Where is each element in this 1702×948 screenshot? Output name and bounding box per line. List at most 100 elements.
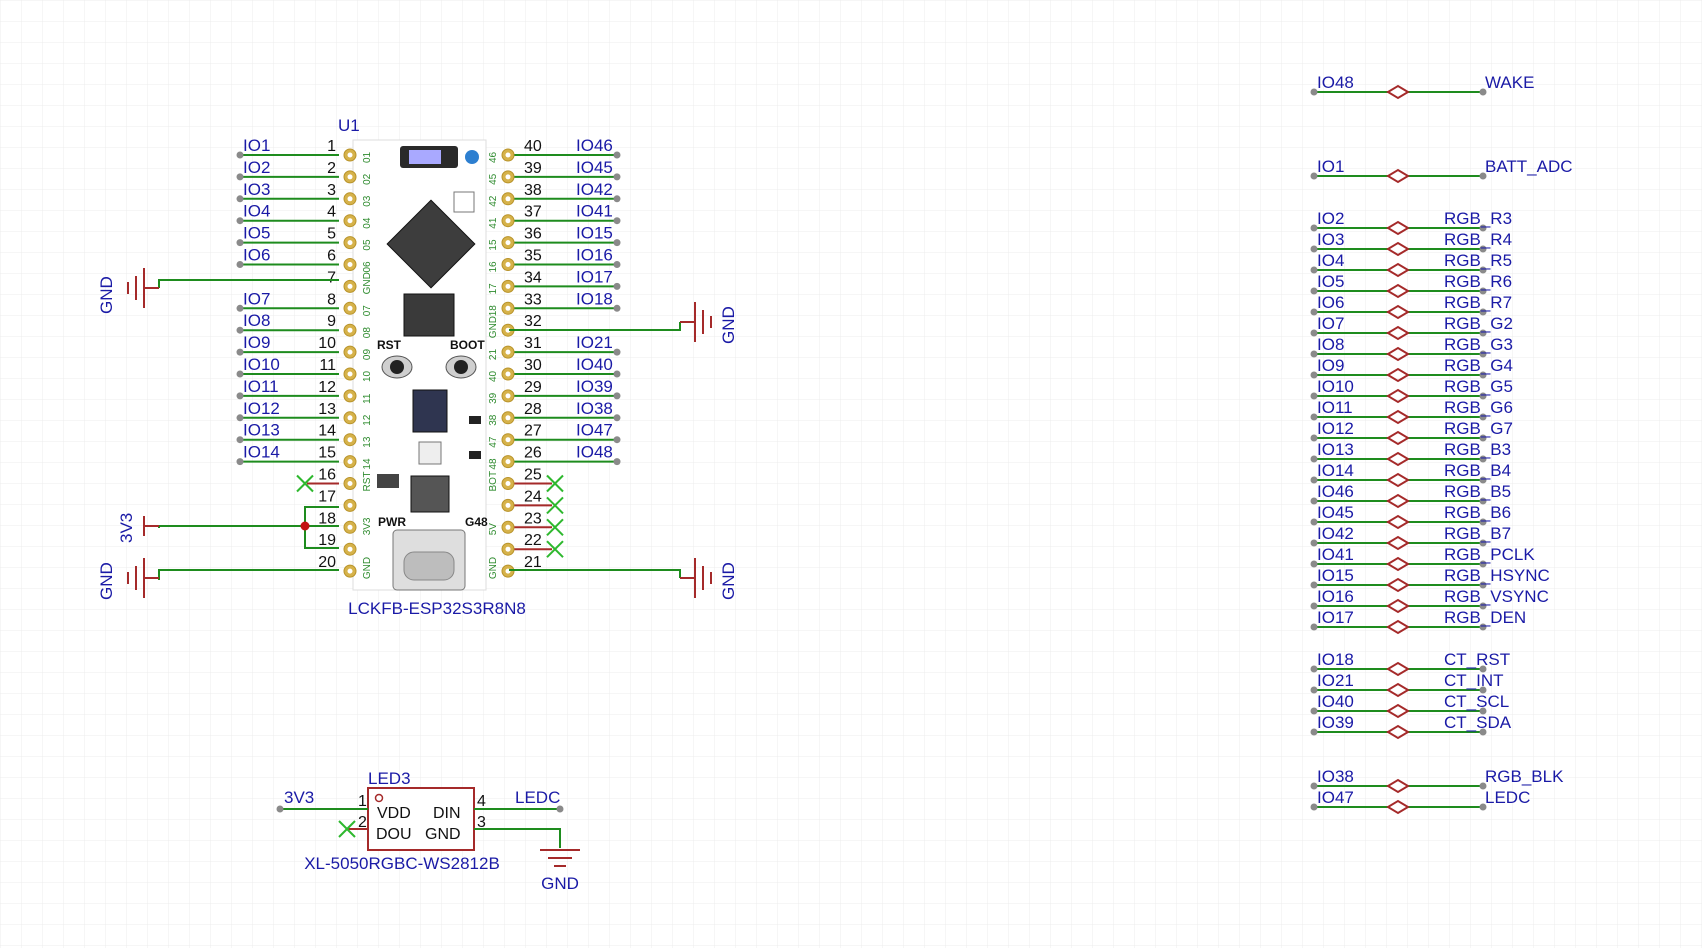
u1-silk-label: GND xyxy=(362,557,373,579)
u1-net-label: IO13 xyxy=(243,421,280,440)
net-tie-from: IO13 xyxy=(1317,440,1354,459)
u1-net-label: IO5 xyxy=(243,224,270,243)
u1-silk-label: 18 xyxy=(488,305,499,317)
net-tie-icon xyxy=(1386,241,1410,257)
net-tie-from: IO41 xyxy=(1317,545,1354,564)
u1-pin-number: 12 xyxy=(318,379,336,396)
net-tie-icon xyxy=(1386,577,1410,593)
u1-silk-label: 10 xyxy=(362,370,373,382)
net-tie-icon xyxy=(1386,346,1410,362)
u1-silk-label: 08 xyxy=(362,327,373,339)
led3-pin-dou: DOU xyxy=(376,826,412,843)
u1-pin-number: 10 xyxy=(318,335,336,352)
net-tie-to: RGB_BLK xyxy=(1485,767,1564,786)
u1-net-label: IO16 xyxy=(576,246,613,265)
u1-pin-number: 7 xyxy=(327,269,336,286)
u1-pin-20[interactable]: 20 GND xyxy=(318,554,373,579)
u1-pin-17[interactable]: 17 xyxy=(318,488,357,512)
u1-pin-19[interactable]: 19 xyxy=(318,532,357,556)
net-tie-icon xyxy=(1386,388,1410,404)
net-tie-to: RGB_VSYNC xyxy=(1444,587,1549,606)
led3-pin4-num: 4 xyxy=(477,793,486,810)
u1-pin-number: 13 xyxy=(318,401,336,418)
u1-silk-label: 38 xyxy=(488,414,499,426)
net-tie-icon xyxy=(1386,262,1410,278)
u1-net-label: IO3 xyxy=(243,180,270,199)
led3-pin1-num: 1 xyxy=(358,793,367,810)
u1-silk-label: 41 xyxy=(488,217,499,229)
u1-pin-22[interactable]: 22 xyxy=(501,532,564,558)
small-component xyxy=(453,191,475,213)
net-tie-from: IO15 xyxy=(1317,566,1354,585)
led3-component[interactable]: LED3 VDD DIN DOU GND 1 2 3 4 3V3 LEDC GN… xyxy=(276,769,581,893)
u1-pin-number: 20 xyxy=(318,554,336,571)
net-tie-icon xyxy=(1386,535,1410,551)
u1-pin-24[interactable]: 24 xyxy=(501,488,564,515)
